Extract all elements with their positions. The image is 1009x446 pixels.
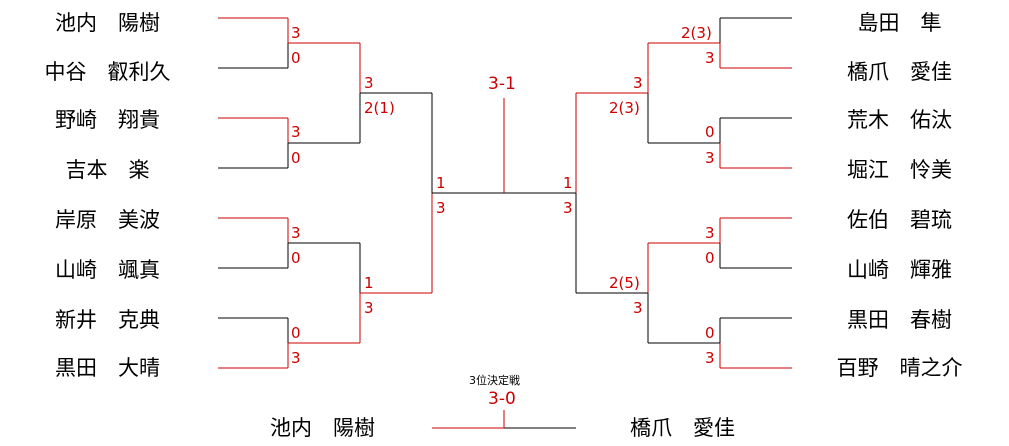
right-r1-score-4: 3: [705, 149, 715, 167]
final-right-bottom-score: 3: [563, 199, 573, 217]
right-player-6: 山崎 輝雅: [847, 258, 952, 282]
right-player-3: 荒木 佑汰: [847, 108, 952, 132]
third-place-right-player: 橋爪 愛佳: [630, 416, 735, 440]
left-r1-score-6: 0: [291, 249, 301, 267]
left-r1-score-4: 0: [291, 149, 301, 167]
right-player-4: 堀江 怜美: [847, 158, 952, 182]
right-r1-score-3: 0: [705, 123, 715, 141]
left-r1-score-3: 3: [291, 123, 301, 141]
left-player-3: 野崎 翔貴: [55, 108, 160, 132]
left-player-8: 黒田 大晴: [55, 356, 160, 380]
right-r1-score-8: 3: [705, 349, 715, 367]
right-player-8: 百野 晴之介: [836, 356, 963, 380]
left-r1-score-5: 3: [291, 224, 301, 242]
left-sf-score-4: 3: [364, 299, 374, 317]
left-player-7: 新井 克典: [55, 308, 160, 332]
right-player-2: 橋爪 愛佳: [847, 60, 952, 84]
right-r1-score-7: 0: [705, 324, 715, 342]
right-sf-score-4: 3: [633, 299, 643, 317]
right-r1-score-5: 3: [705, 224, 715, 242]
left-r1-score-2: 0: [291, 49, 301, 67]
third-place-left-player: 池内 陽樹: [270, 416, 375, 440]
third-place-caption: 3位決定戦: [469, 374, 520, 387]
left-player-1: 池内 陽樹: [55, 11, 160, 35]
left-player-4: 吉本 楽: [65, 158, 150, 182]
left-r1-score-7: 0: [291, 324, 301, 342]
left-r1-score-8: 3: [291, 349, 301, 367]
right-r1-score-1: 2(3): [681, 24, 712, 42]
right-sf-score-3: 2(5): [609, 274, 640, 292]
left-player-2: 中谷 叡利久: [44, 60, 171, 84]
left-player-5: 岸原 美波: [55, 208, 160, 232]
third-place-result: 3-0: [488, 389, 516, 409]
left-sf-score-3: 1: [364, 274, 374, 292]
final-right-top-score: 1: [563, 174, 573, 192]
right-player-1: 島田 隼: [857, 11, 942, 35]
final-result: 3-1: [488, 74, 516, 94]
left-player-6: 山崎 颯真: [55, 258, 160, 282]
left-sf-score-2: 2(1): [364, 99, 395, 117]
left-r1-score-1: 3: [291, 24, 301, 42]
final-left-bottom-score: 3: [436, 199, 446, 217]
right-r1-score-2: 3: [705, 49, 715, 67]
right-sf-score-1: 3: [633, 74, 643, 92]
right-player-7: 黒田 春樹: [847, 308, 952, 332]
right-sf-score-2: 2(3): [609, 99, 640, 117]
right-r1-score-6: 0: [705, 249, 715, 267]
final-left-top-score: 1: [436, 174, 446, 192]
right-player-5: 佐伯 碧琉: [847, 208, 952, 232]
left-sf-score-1: 3: [364, 74, 374, 92]
